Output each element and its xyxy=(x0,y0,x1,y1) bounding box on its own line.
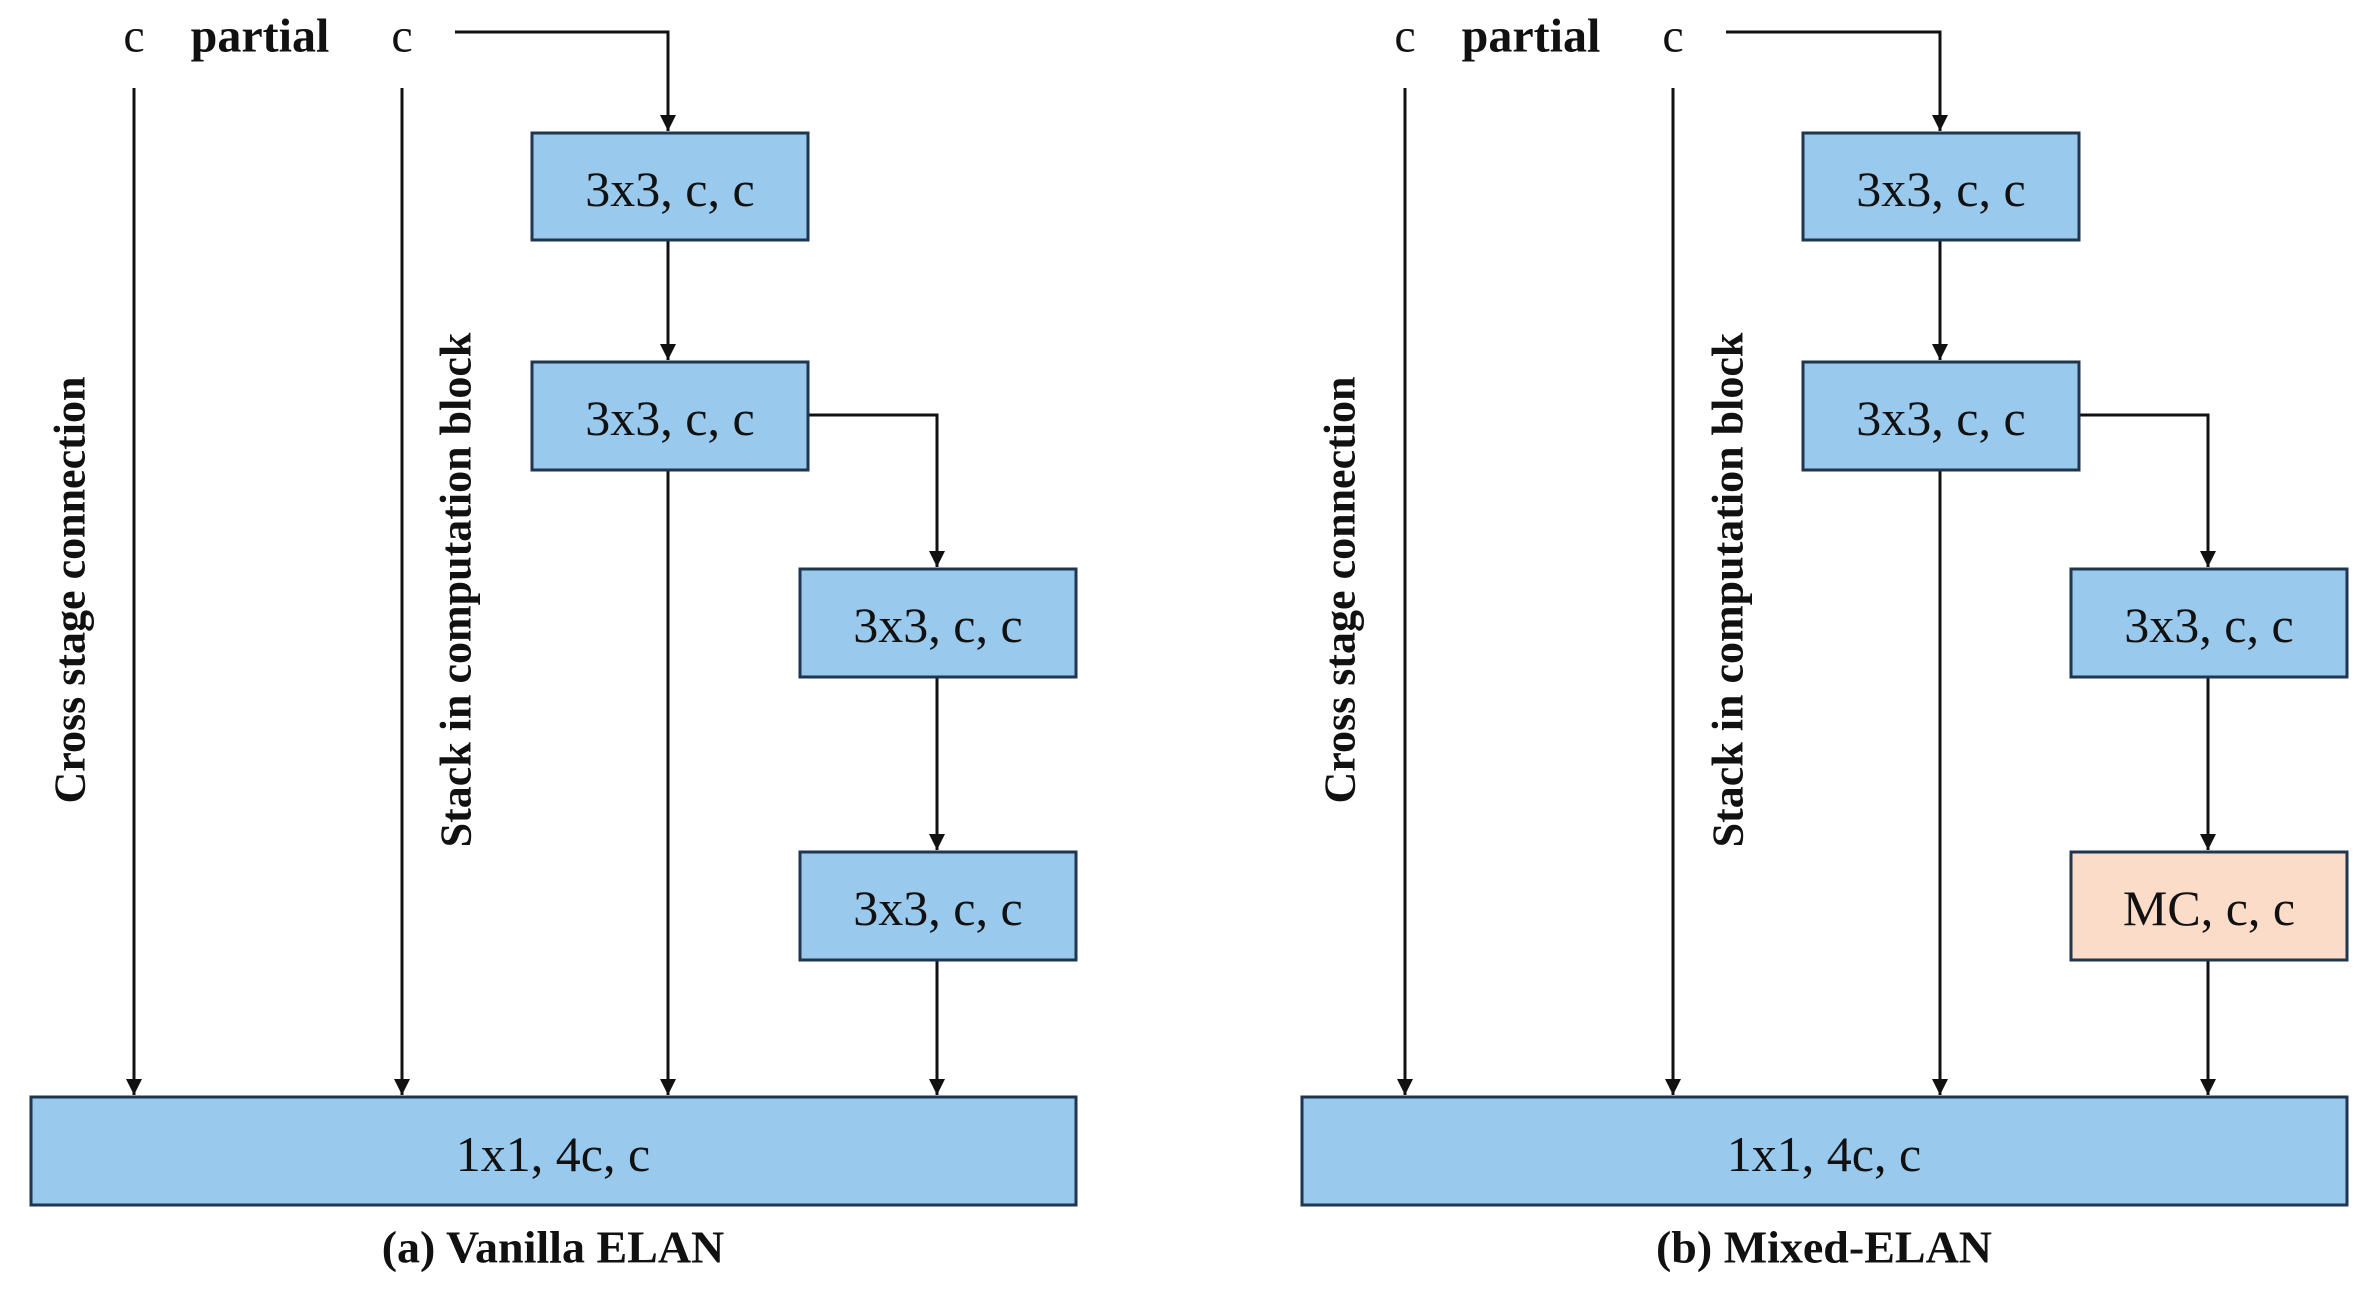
conv-block-3-label: 3x3, c, c xyxy=(2124,597,2293,653)
output-conv-block-label: 1x1, 4c, c xyxy=(1727,1126,1921,1182)
input-c-label-left: c xyxy=(1394,10,1415,63)
panel-a-caption: (a) Vanilla ELAN xyxy=(382,1222,725,1273)
block2-to-block3-arrow xyxy=(2079,413,2216,567)
partial-label: partial xyxy=(191,10,330,63)
panel-vanilla-elan: c partial c Cross stage connection Stack… xyxy=(29,10,1078,1273)
output-conv-block: 1x1, 4c, c xyxy=(29,1095,1078,1207)
mc-block: MC, c, c xyxy=(2069,850,2349,962)
cross-stage-connection-label: Cross stage connection xyxy=(1316,377,1365,804)
conv-block-4: 3x3, c, c xyxy=(798,850,1078,962)
input-c-label-right: c xyxy=(391,10,412,63)
output-conv-block-label: 1x1, 4c, c xyxy=(456,1126,650,1182)
stack-in-computation-block-label: Stack in computation block xyxy=(1704,332,1753,847)
panel-b-caption: (b) Mixed-ELAN xyxy=(1656,1222,1992,1273)
conv-block-1-label: 3x3, c, c xyxy=(1856,161,2025,217)
conv-block-3-label: 3x3, c, c xyxy=(853,597,1022,653)
conv-block-3: 3x3, c, c xyxy=(2069,567,2349,679)
conv-block-1: 3x3, c, c xyxy=(530,131,810,242)
partial-label: partial xyxy=(1462,10,1601,63)
conv-block-2: 3x3, c, c xyxy=(530,360,810,472)
conv-block-2-label: 3x3, c, c xyxy=(585,390,754,446)
mc-block-label: MC, c, c xyxy=(2123,880,2295,936)
conv-block-1-label: 3x3, c, c xyxy=(585,161,754,217)
output-conv-block: 1x1, 4c, c xyxy=(1300,1095,2349,1207)
input-c-label-right: c xyxy=(1662,10,1683,63)
block2-to-block3-arrow xyxy=(808,413,945,567)
input-c-label-left: c xyxy=(123,10,144,63)
conv-block-4-label: 3x3, c, c xyxy=(853,880,1022,936)
conv-block-2: 3x3, c, c xyxy=(1801,360,2081,472)
stack-in-computation-block-label: Stack in computation block xyxy=(432,332,481,847)
panel-mixed-elan: c partial c Cross stage connection Stack… xyxy=(1300,10,2349,1273)
input-to-block1-arrow xyxy=(455,30,676,131)
input-to-block1-arrow xyxy=(1726,30,1948,131)
cross-stage-connection-label: Cross stage connection xyxy=(46,377,95,804)
conv-block-1: 3x3, c, c xyxy=(1801,131,2081,242)
conv-block-2-label: 3x3, c, c xyxy=(1856,390,2025,446)
conv-block-3: 3x3, c, c xyxy=(798,567,1078,679)
